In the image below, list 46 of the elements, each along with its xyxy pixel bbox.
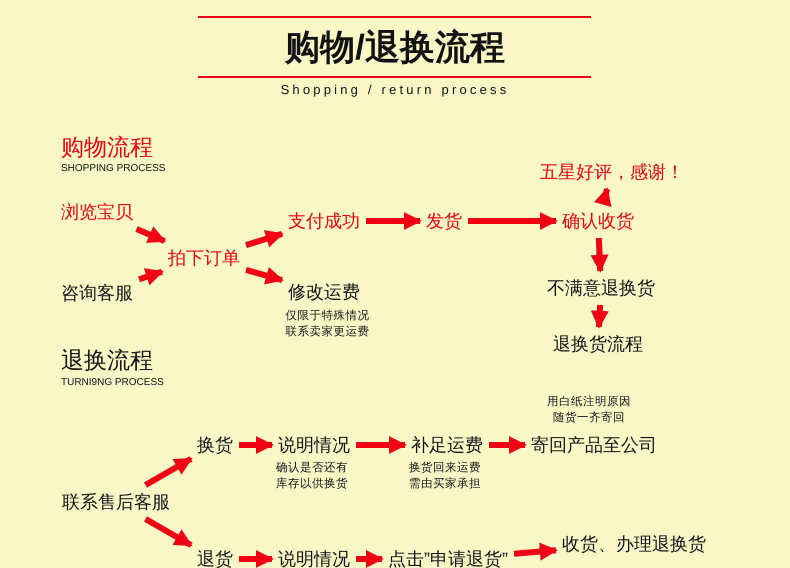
step-text: 修改运费	[288, 281, 360, 303]
step-text: 发货	[426, 210, 462, 232]
section-heading: 购物流程	[61, 133, 153, 161]
arrow	[245, 230, 284, 248]
step-text: 退货	[197, 548, 233, 568]
title: 购物/退换流程	[284, 27, 506, 69]
section-subheading: TURNI9NG PROCESS	[61, 377, 164, 388]
arrow	[366, 212, 422, 230]
arrow	[489, 436, 527, 454]
section-heading: 退换流程	[61, 346, 153, 374]
arrow	[135, 226, 166, 244]
arrow	[590, 304, 609, 329]
arrow	[138, 268, 164, 286]
step-text: 收货、办理退换货	[562, 533, 706, 555]
note-text: 确认是否还有库存以供换货	[274, 460, 349, 492]
arrow	[514, 542, 558, 561]
step-text: 确认收货	[562, 210, 634, 232]
arrow	[144, 516, 193, 548]
arrow	[239, 550, 274, 568]
step-text: 浏览宝贝	[61, 201, 133, 223]
step-text: 联系售后客服	[62, 491, 170, 513]
step-text: 不满意退换货	[547, 277, 655, 299]
arrow	[468, 212, 558, 230]
arrow	[245, 267, 284, 284]
step-text: 五星好评，感谢！	[540, 161, 684, 183]
step-text: 支付成功	[288, 210, 360, 232]
subtitle: Shopping / return process	[280, 82, 510, 97]
step-text: 补足运费	[411, 434, 483, 456]
arrow	[144, 456, 193, 488]
step-text: 退换货流程	[553, 333, 643, 355]
step-text: 点击”申请退货”	[388, 548, 508, 568]
arrow	[356, 436, 407, 454]
step-text: 说明情况	[278, 434, 350, 456]
step-text: 拍下订单	[168, 247, 240, 269]
arrow	[594, 187, 612, 208]
arrow	[590, 238, 608, 273]
note-text: 仅限于特殊情况联系卖家更运费	[284, 308, 371, 340]
section-subheading: SHOPPING PROCESS	[61, 163, 166, 174]
arrow	[239, 436, 274, 454]
step-text: 咨询客服	[61, 282, 133, 304]
step-text: 换货	[197, 434, 233, 456]
arrow	[356, 550, 384, 568]
step-text: 说明情况	[278, 548, 350, 568]
note-text: 换货回来运费需由买家承担	[408, 460, 482, 492]
step-text: 寄回产品至公司	[531, 434, 657, 456]
note-text: 用白纸注明原因随货一齐寄回	[546, 394, 632, 426]
